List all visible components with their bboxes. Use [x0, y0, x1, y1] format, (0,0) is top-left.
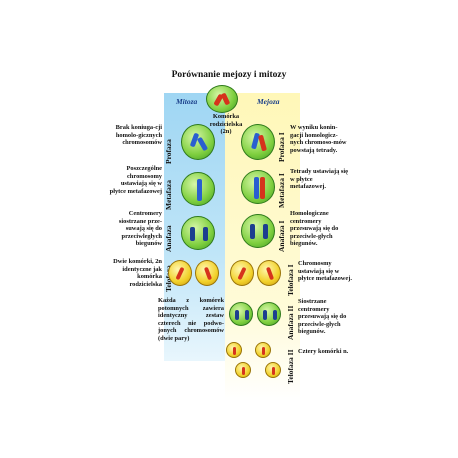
- mejoza-telofaza2-cell-2: [255, 342, 271, 358]
- mitoza-metafaza-cell: [181, 172, 215, 206]
- left-desc-anafaza: Centromery siostrzane prze-suwają się do…: [118, 210, 162, 248]
- mejoza-metafaza-cell: [241, 170, 275, 204]
- mitoza-profaza-cell: [181, 124, 215, 160]
- left-desc-telofaza: Dwie komórki, 2n identyczne jak komórka …: [113, 258, 162, 288]
- mejoza-label: Mejoza: [257, 97, 280, 106]
- mejoza-profaza-cell: [241, 124, 275, 160]
- right-desc-telofaza-2: Cztery komórki n.: [298, 348, 349, 355]
- mejoza-telofaza2-cell-3: [235, 362, 251, 378]
- parent-cell-label: Komórka rodzicielska (2n): [209, 113, 243, 136]
- left-desc-metafaza: Poszczególne chromosomy ustawiają się w …: [109, 165, 162, 195]
- mejoza-telofaza-cell-2: [257, 260, 281, 286]
- phase-mejoza-anafaza-2: Anafaza II: [286, 305, 295, 340]
- mejoza-anafaza2-cell-1: [229, 302, 253, 326]
- mitoza-anafaza-cell: [181, 216, 215, 250]
- mejoza-anafaza2-cell-2: [257, 302, 281, 326]
- center-note: Każda z komórek potomnych zawiera identy…: [158, 297, 224, 342]
- mejoza-telofaza2-cell-4: [265, 362, 281, 378]
- phase-mejoza-profaza-1: Profaza I: [277, 132, 286, 162]
- page-title: Porównanie mejozy i mitozy: [171, 70, 287, 80]
- mitoza-telofaza-cell-2: [195, 260, 219, 286]
- left-desc-profaza: Brak koniuga-cji homolo-gicznych chromos…: [115, 124, 162, 147]
- mejoza-telofaza-cell-1: [230, 260, 254, 286]
- right-desc-anafaza-2: Siostrzane centromery przesuwają się do …: [298, 298, 347, 336]
- right-desc-metafaza-1: Tetrady ustawiają się w płytce metafazow…: [290, 168, 348, 191]
- right-desc-anafaza-1: Homologiczne centromery przesuwają się d…: [290, 210, 339, 248]
- parent-cell: [206, 85, 238, 113]
- phase-mitoza-metafaza: Metafaza: [164, 180, 173, 210]
- mitoza-label: Mitoza: [176, 97, 198, 106]
- phase-mejoza-anafaza-1: Anafaza I: [277, 220, 286, 252]
- phase-mitoza-anafaza: Anafaza: [164, 225, 173, 252]
- mejoza-telofaza2-cell-1: [226, 342, 242, 358]
- phase-mitoza-profaza: Profaza: [164, 139, 173, 164]
- phase-mejoza-telofaza-2: Telofaza II: [286, 349, 295, 384]
- mitoza-telofaza-cell-1: [168, 260, 192, 286]
- mejoza-anafaza-cell: [241, 214, 275, 248]
- phase-mejoza-metafaza-1: Metafaza I: [277, 173, 286, 208]
- phase-mejoza-telofaza-1: Telofaza I: [286, 264, 295, 296]
- right-desc-metafaza-2: Chromosmy ustawiają się w płytce metafaz…: [298, 260, 352, 283]
- right-desc-profaza-1: W wyniku konin-gacji homologicz-nych chr…: [290, 124, 347, 154]
